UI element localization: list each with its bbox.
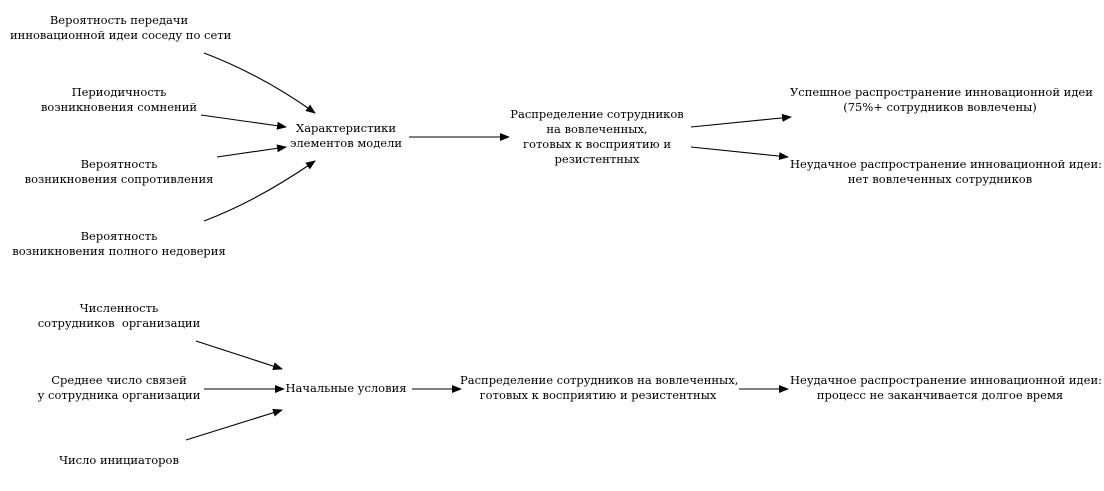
node-line: готовых к восприятию и [523,137,671,151]
node-line: Вероятность передачи [49,13,189,27]
arrow-prob-resist-to-characteristics [216,144,287,158]
node-line: Численность [79,301,159,315]
node-line: Распределение сотрудников [510,107,684,121]
arrow-staff-count-to-initial-conditions [195,340,283,371]
node-line: возникновения полного недоверия [12,244,226,258]
node-initial-conditions: Начальные условия [276,381,416,396]
node-line: у сотрудника организации [37,388,201,402]
node-line: Успешное распространение инновационной и… [790,85,1093,99]
node-line: возникновения сомнений [40,100,198,114]
node-line: Число инициаторов [59,453,179,467]
node-transfer-probability: Вероятность передачи инновационной идеи … [10,13,232,43]
node-line: Вероятность [80,157,158,171]
arrow-initiators-to-initial-conditions [185,408,283,441]
node-line: инновационной идеи соседу по сети [10,28,232,42]
node-line: готовых к восприятию и резистентных [479,388,717,402]
node-line: нет вовлеченных сотрудников [847,172,1033,186]
node-staff-count: Численность сотрудников организации [30,301,208,331]
node-line: возникновения сопротивления [24,172,214,186]
node-successful-spread: Успешное распространение инновационной и… [790,85,1093,115]
node-line: процесс не заканчивается долгое время [816,388,1064,402]
node-employee-distribution-2: Распределение сотрудников на вовлеченных… [460,373,739,403]
node-employee-distribution-1: Распределение сотрудников на вовлеченных… [506,107,688,167]
arrow-doubt-freq-to-characteristics [200,114,287,130]
node-failed-spread-long-process: Неудачное распространение инновационной … [790,373,1102,403]
node-distrust-probability: Вероятность возникновения полного недове… [10,229,228,259]
node-line: резистентных [554,152,640,166]
node-model-characteristics: Характеристики элементов модели [276,121,416,151]
node-line: Периодичность [71,85,167,99]
arrow-prob-transfer-to-characteristics [203,52,316,114]
node-initiators-count: Число инициаторов [40,453,198,468]
node-line: на вовлеченных, [546,122,648,136]
node-line: элементов модели [289,136,403,150]
arrow-distribution-1-to-success [690,113,792,128]
node-line: Начальные условия [285,381,407,395]
node-line: Характеристики [296,121,396,135]
node-resistance-probability: Вероятность возникновения сопротивления [20,157,218,187]
arrow-prob-distrust-to-characteristics [203,160,316,222]
node-doubt-frequency: Периодичность возникновения сомнений [30,85,208,115]
node-line: Вероятность [80,229,158,243]
node-line: Неудачное распространение инновационной … [790,157,1102,171]
node-line: Распределение сотрудников на вовлеченных… [460,373,739,387]
node-line: сотрудников организации [37,316,201,330]
node-line: Неудачное распространение инновационной … [790,373,1102,387]
node-failed-spread-no-engaged: Неудачное распространение инновационной … [790,157,1102,187]
arrow-distribution-1-to-failure-1 [690,146,789,161]
node-average-links: Среднее число связей у сотрудника органи… [30,373,208,403]
node-line: (75%+ сотрудников вовлечены) [843,100,1037,114]
node-line: Среднее число связей [51,373,187,387]
